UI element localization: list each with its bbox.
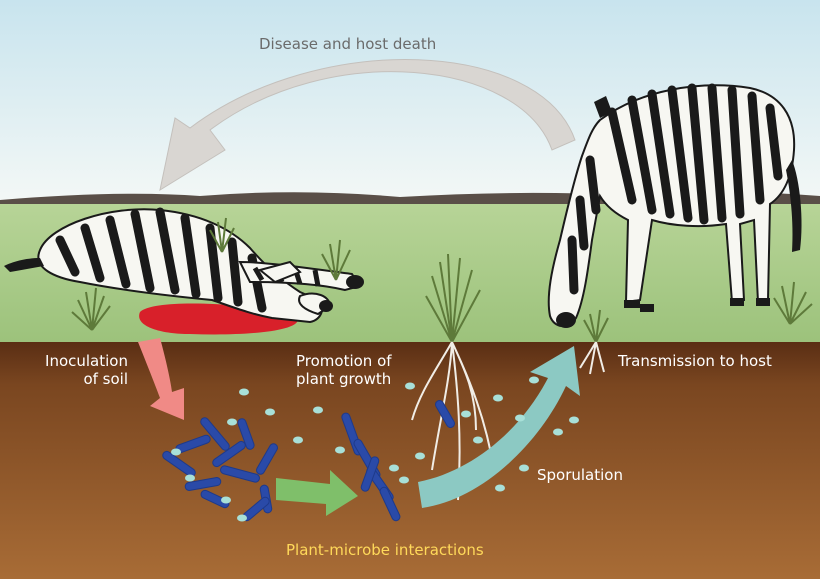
label-inoculation-of-soil: Inoculation of soil: [28, 352, 128, 388]
cycle-arrow-icon: [138, 338, 184, 420]
plant-roots: [411, 341, 605, 501]
grazing-zebra-icon: [547, 83, 802, 328]
label-promotion-of-plant-growth: Promotion of plant growth: [296, 352, 392, 388]
label-plant-microbe-interactions: Plant-microbe interactions: [286, 541, 484, 559]
bacteria-icon: [162, 417, 278, 522]
label-transmission-to-host: Transmission to host: [618, 352, 772, 370]
label-line: plant growth: [296, 370, 392, 388]
label-sporulation: Sporulation: [537, 466, 623, 484]
cycle-arrow-icon: [276, 470, 358, 516]
label-line: Promotion of: [296, 352, 392, 370]
soil: [0, 342, 820, 579]
label-line: of soil: [83, 370, 128, 388]
cycle-arrow-icon: [418, 346, 580, 508]
grass-tuft-icon: [71, 217, 813, 343]
dead-zebra-icon: [4, 207, 364, 324]
cycle-arrow-icon: [159, 59, 576, 192]
spore-icon: [171, 376, 579, 522]
bacteria-icon: [341, 399, 455, 522]
label-disease-host-death: Disease and host death: [259, 35, 437, 53]
label-line: Inoculation: [45, 352, 128, 370]
